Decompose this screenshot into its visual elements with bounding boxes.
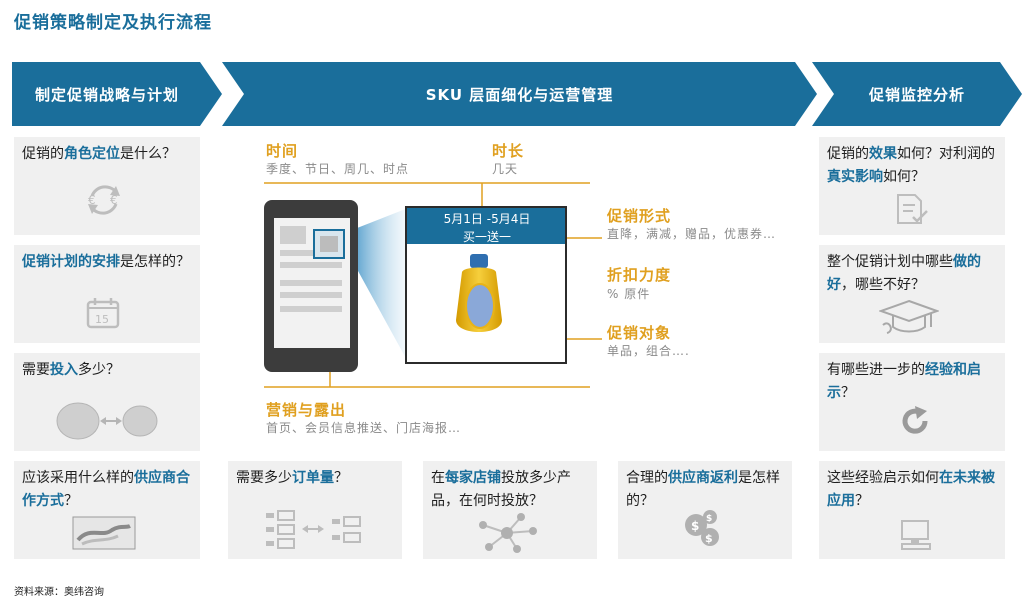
label-discount: 折扣力度 (607, 266, 672, 284)
promo-type: 买一送一 (462, 230, 511, 244)
label-form: 促销形式 (607, 207, 672, 225)
label-marketing: 营销与露出 (266, 401, 347, 419)
banner-monitor: 促销监控分析 (868, 85, 965, 104)
date-range: 5月1日 -5月4日 (443, 212, 531, 226)
network-icon (479, 513, 537, 553)
svg-text:$: $ (706, 514, 712, 524)
calendar-day: 15 (95, 313, 109, 326)
card-future: 这些经验启示如何在未来被应用？ (819, 461, 1005, 559)
card-order-volume: 需要多少订单量？ (228, 461, 402, 559)
balance-icon (56, 402, 158, 440)
euro-exchange-icon: € € (88, 185, 120, 215)
label-target: 促销对象 (607, 324, 672, 342)
svg-text:$: $ (705, 532, 713, 545)
page-title: 促销策略制定及执行流程 (14, 13, 212, 33)
label-discount-sub: % 原件 (607, 287, 651, 301)
detergent-bottle-icon (456, 254, 502, 332)
document-check-icon (897, 194, 928, 224)
svg-text:€: € (88, 193, 96, 207)
label-marketing-sub: 首页、会员信息推送、门店海报… (266, 421, 462, 435)
label-time: 时间 (266, 142, 299, 160)
label-duration-sub: 几天 (492, 162, 519, 176)
card-effect: 促销的效果如何？对利润的真实影响如何？ (819, 137, 1005, 235)
card-supplier-coop: 应该采用什么样的供应商合作方式？ (14, 461, 200, 559)
calendar-icon: 15 (86, 298, 120, 329)
card-lessons: 有哪些进一步的经验和启示？ (819, 353, 1005, 451)
card-plan: 促销计划的安排是怎样的？ 15 (14, 245, 200, 343)
label-time-sub: 季度、节日、周几、时点 (266, 162, 410, 176)
sku-illustration (264, 182, 602, 388)
order-flow-icon (266, 510, 361, 549)
banner-strategy: 制定促销战略与计划 (34, 85, 179, 104)
coins-icon: $ $ $ (685, 510, 719, 546)
card-store-allocation: 在每家店铺投放多少产品，在何时投放？ (423, 461, 597, 559)
graduation-cap-icon (879, 299, 939, 334)
banner-sku: SKU 层面细化与运营管理 (425, 85, 614, 104)
computer-icon (901, 520, 931, 550)
svg-text:$: $ (691, 519, 699, 533)
label-duration: 时长 (492, 142, 525, 160)
label-target-sub: 单品，组合…. (607, 344, 690, 358)
handshake-icon (72, 516, 136, 550)
card-good-bad: 整个促销计划中哪些做的好，哪些不好？ (819, 245, 1005, 343)
svg-text:€: € (110, 193, 118, 207)
card-investment: 需要投入多少？ (14, 353, 200, 451)
refresh-icon (902, 406, 928, 434)
card-supplier-rebate: 合理的供应商返利是怎样的？ $ $ $ (618, 461, 792, 559)
banner-arrows (12, 62, 1022, 126)
label-form-sub: 直降，满减，赠品，优惠券… (607, 227, 777, 241)
card-role: 促销的角色定位是什么？ € € (14, 137, 200, 235)
source-note: 资料来源：奥纬咨询 (14, 587, 104, 598)
